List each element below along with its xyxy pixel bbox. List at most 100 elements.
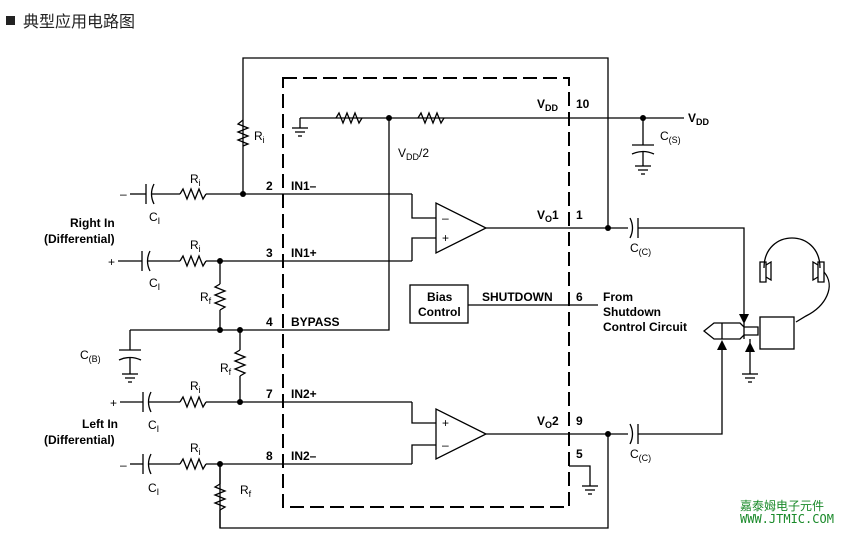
label-vdd-pin: VDD [537,97,559,113]
label-rf-3: Rf [240,483,252,499]
label-ci-4: CI [148,481,159,497]
pin-number-in2p: 7 [266,387,273,401]
left-in-minus: – [120,458,127,472]
pin-number-in2m: 8 [266,449,273,463]
right-in-minus: – [120,187,127,201]
pin-number-vo2: 9 [576,414,583,428]
resistor-ri-3 [179,395,207,409]
cc-1-plate-a [629,217,634,239]
ic-outline [282,77,570,508]
label-left-in: Left In [82,417,118,431]
resistor-divider-1 [335,111,363,125]
vo1-to-jack [638,227,745,316]
pin-name-in1m: IN1– [291,179,317,193]
label-ri-2: Ri [190,238,201,254]
cs-plate-bottom [631,150,655,155]
node-vo1 [605,225,611,231]
label-ri-1: Ri [190,172,201,188]
opamp2-plus: + [442,416,449,430]
bias-control-box [409,284,469,324]
cb-plate-bottom [118,356,142,361]
left-in-plus: + [110,396,117,410]
label-control: Control [418,305,461,319]
opamp2-in-minus-wire [411,444,436,464]
pin-name-in1p: IN1+ [291,246,317,260]
pin-number-gnd: 5 [576,447,583,461]
label-ci-3: CI [148,418,159,434]
label-cb: C(B) [80,348,101,364]
bullet-icon [6,16,15,25]
ci-3-plate-b [147,391,152,413]
opamp1-minus: – [442,211,449,225]
gnd-pin-wire [569,465,591,486]
label-cc-1: C(C) [630,241,651,257]
pin-name-in2m: IN2– [291,449,317,463]
watermark-cn: 嘉泰姆电子元件 [740,499,825,513]
resistor-divider-2 [417,111,445,125]
label-ri-4: Ri [190,441,201,457]
label-rf-1: Rf [200,290,212,306]
ci-4-plate-b [147,453,152,475]
feedback-loop-bottom [219,434,609,529]
opamp1-in-minus-wire [411,194,436,219]
label-ci-1: CI [149,210,160,226]
node-in1m [240,191,246,197]
label-vo1: VO1 [537,208,559,224]
label-vdd-supply: VDD [688,111,710,127]
resistor-ri-4 [179,457,207,471]
arrow-gnd [745,342,755,352]
pin-number-in1p: 3 [266,246,273,260]
arrow-vo2 [717,340,727,350]
label-right-in: Right In [70,216,115,230]
watermark-url: WWW.JTMIC.COM [740,512,834,526]
pin-number-in1m: 2 [266,179,273,193]
resistor-ri-feedback [236,119,250,147]
vdd2-to-bypass [130,118,390,331]
pin-number-bypass: 4 [266,315,273,329]
resistor-ri-1 [179,187,207,201]
vo2-to-jack [638,348,723,435]
opamp2-minus: – [442,438,449,452]
right-in-plus: + [108,255,115,269]
label-from: From [603,290,633,304]
pin-number-shutdown: 6 [576,290,583,304]
node-in2p [237,399,243,405]
label-ci-2: CI [149,276,160,292]
label-vdd2: VDD/2 [398,146,429,162]
label-ri-feedback: Ri [254,129,265,145]
opamp-2 [435,407,488,461]
opamp1-in-plus-wire [411,237,436,261]
cc-2-plate-a [629,423,634,445]
pin-name-shutdown: SHUTDOWN [482,290,553,304]
resistor-rf-2 [233,349,247,377]
node-vo2 [605,431,611,437]
pin-name-bypass: BYPASS [291,315,339,329]
opamp-1 [435,201,488,255]
label-rf-2: Rf [220,361,232,377]
pin-name-in2p: IN2+ [291,387,317,401]
ci-1-plate-b [150,183,155,205]
node-bypass-1 [217,327,223,333]
headphones-icon [759,237,830,323]
opamp1-plus: + [442,231,449,245]
label-ri-3: Ri [190,379,201,395]
opamp2-in-plus-wire [411,402,436,424]
label-cs: C(S) [660,129,681,145]
feedback-loop-top [242,57,609,227]
resistor-rf-1 [213,283,227,311]
resistor-rf-3 [213,483,227,511]
label-control-circuit: Control Circuit [603,320,687,334]
pin-number-vdd: 10 [576,97,590,111]
arrow-vo1 [739,314,749,324]
label-bias: Bias [427,290,453,304]
resistor-ri-2 [179,254,207,268]
jack-plug [702,322,759,340]
ci-2-plate-b [146,250,151,272]
jack-body [759,316,795,350]
label-left-diff: (Differential) [44,433,115,447]
page-title-text: 典型应用电路图 [23,12,136,31]
label-vo2: VO2 [537,414,559,430]
label-right-diff: (Differential) [44,232,115,246]
label-shutdown-word: Shutdown [603,305,661,319]
pin-number-vo1: 1 [576,208,583,222]
